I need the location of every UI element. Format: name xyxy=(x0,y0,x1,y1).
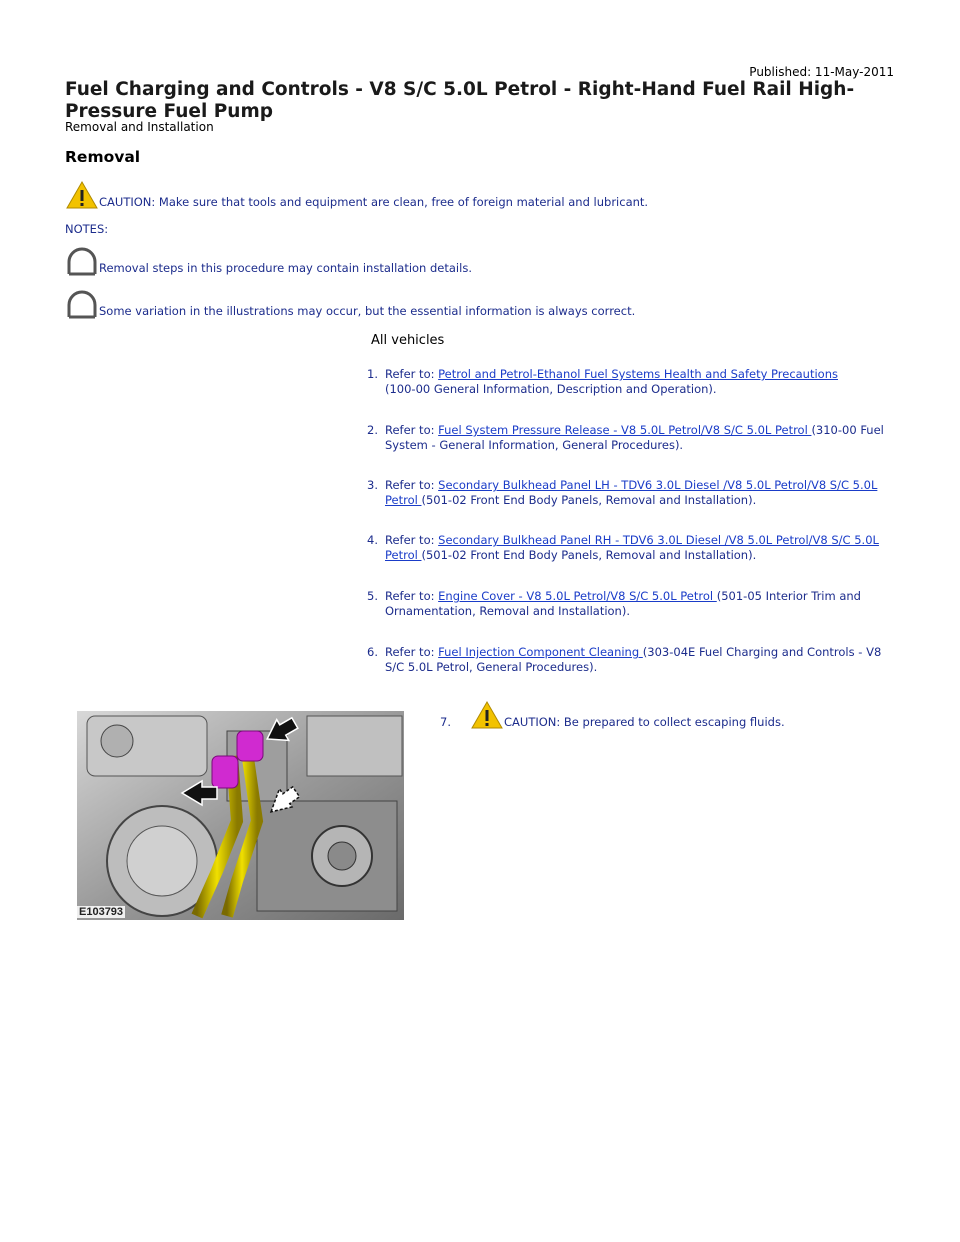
step-text: Refer to: xyxy=(385,589,439,603)
step-item: 5. Refer to: Engine Cover - V8 5.0L Petr… xyxy=(367,589,887,618)
step-item: 2. Refer to: Fuel System Pressure Releas… xyxy=(367,423,887,452)
step-text: Refer to: xyxy=(385,533,439,547)
step-link[interactable]: Petrol and Petrol-Ethanol Fuel Systems H… xyxy=(438,367,838,381)
page-subtitle: Removal and Installation xyxy=(65,120,214,134)
step-number: 3. xyxy=(367,478,378,492)
step-number: 7. xyxy=(440,715,451,729)
step-text: (501-05 Interior Trim and Ornamentation,… xyxy=(385,589,861,618)
note-dome-icon xyxy=(67,290,97,319)
step-link[interactable]: Secondary Bulkhead Panel LH - TDV6 3.0L … xyxy=(385,478,878,507)
page-title: Fuel Charging and Controls - V8 S/C 5.0L… xyxy=(65,79,855,122)
step-item: 4. Refer to: Secondary Bulkhead Panel RH… xyxy=(367,533,887,562)
step-text: (303-04E Fuel Charging and Controls - V8… xyxy=(385,645,882,674)
caution-text: CAUTION: Make sure that tools and equipm… xyxy=(99,195,649,209)
step-item: 3. Refer to: Secondary Bulkhead Panel LH… xyxy=(367,478,887,507)
step-text: CAUTION: Be prepared to collect escaping… xyxy=(504,715,785,729)
step-link[interactable]: Engine Cover - V8 5.0L Petrol/V8 S/C 5.0… xyxy=(438,589,717,603)
caution-row: CAUTION: Make sure that tools and equipm… xyxy=(65,180,648,210)
step-link[interactable]: Fuel System Pressure Release - V8 5.0L P… xyxy=(438,423,812,437)
warning-triangle-icon xyxy=(471,700,503,729)
step-text: (100-00 General Information, Description… xyxy=(385,381,717,396)
step-item: 6. Refer to: Fuel Injection Component Cl… xyxy=(367,645,887,674)
step-number: 4. xyxy=(367,533,378,547)
step-text: Refer to: xyxy=(385,423,439,437)
warning-triangle-icon xyxy=(66,180,98,209)
step-text: Refer to: xyxy=(385,645,439,659)
step-link[interactable]: Fuel Injection Component Cleaning xyxy=(438,645,643,659)
step-number: 2. xyxy=(367,423,378,437)
step-text: (501-02 Front End Body Panels, Removal a… xyxy=(421,547,757,562)
note-text: Removal steps in this procedure may cont… xyxy=(99,261,472,275)
vehicles-heading: All vehicles xyxy=(371,333,445,348)
section-title-removal: Removal xyxy=(65,148,141,166)
step-link[interactable]: Secondary Bulkhead Panel RH - TDV6 3.0L … xyxy=(385,533,879,562)
notes-label: NOTES: xyxy=(65,222,109,236)
step-number: 1. xyxy=(367,367,378,381)
note-row: Some variation in the illustrations may … xyxy=(65,289,635,319)
step-item: 1. Refer to: Petrol and Petrol-Ethanol F… xyxy=(367,367,887,396)
step-number: 5. xyxy=(367,589,378,603)
step-item: 7. CAUTION: Be prepared to collect escap… xyxy=(440,700,785,730)
step-text: Refer to: xyxy=(385,478,439,492)
note-text: Some variation in the illustrations may … xyxy=(99,304,636,318)
step-text: (501-02 Front End Body Panels, Removal a… xyxy=(421,492,757,507)
step-text: (310-00 Fuel System - General Informatio… xyxy=(385,423,884,452)
note-row: Removal steps in this procedure may cont… xyxy=(65,246,472,276)
step-text: Refer to: xyxy=(385,367,439,381)
published-date: Published: 11-May-2011 xyxy=(749,65,894,79)
note-dome-icon xyxy=(67,247,97,276)
step-number: 6. xyxy=(367,645,378,659)
fuel-pump-illustration xyxy=(77,711,404,920)
figure-code: E103793 xyxy=(77,906,126,918)
